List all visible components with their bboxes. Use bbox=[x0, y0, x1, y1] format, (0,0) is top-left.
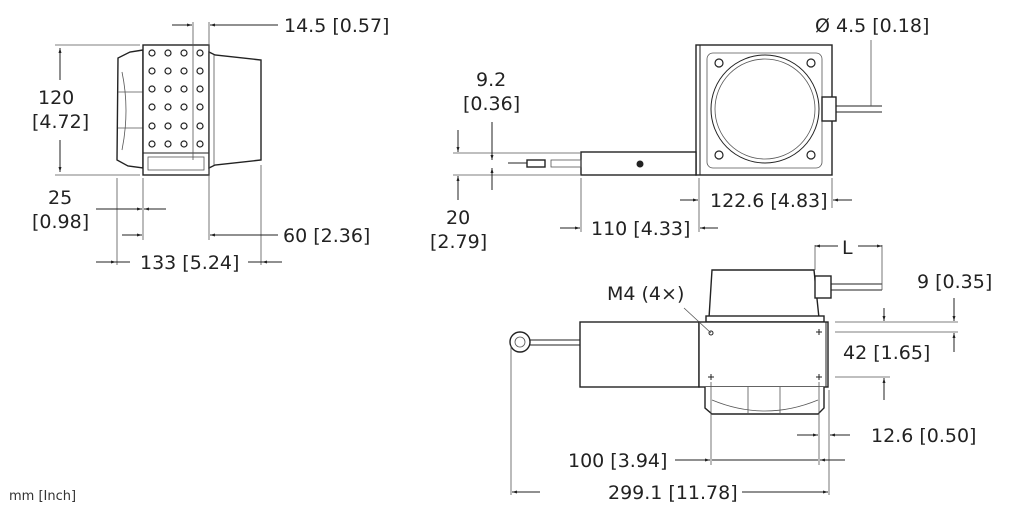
body-right bbox=[698, 321, 829, 388]
dim-14-5: 14.5 [0.57] bbox=[284, 15, 389, 37]
dim-9: 9 [0.35] bbox=[917, 271, 992, 293]
dim-133: 133 [5.24] bbox=[140, 252, 239, 274]
dim-100: 100 [3.94] bbox=[568, 450, 667, 472]
cover-right bbox=[208, 50, 262, 170]
units-note: mm [Inch] bbox=[9, 489, 76, 504]
dim-12-6: 12.6 [0.50] bbox=[871, 425, 976, 447]
dim-m4: M4 (4×) bbox=[607, 283, 684, 305]
dim-299-1: 299.1 [11.78] bbox=[608, 482, 738, 504]
dim-120-in: [4.72] bbox=[32, 111, 89, 133]
hole-grid bbox=[148, 49, 204, 148]
dim-110: 110 [4.33] bbox=[591, 218, 690, 240]
dim-60: 60 [2.36] bbox=[283, 225, 370, 247]
body-left bbox=[579, 321, 700, 388]
top-view: Ø 4.5 [0.18] 9.2 [0.36] 20 [2.79] 122.6 … bbox=[430, 15, 929, 253]
dim-122-6: 122.6 [4.83] bbox=[710, 190, 828, 212]
dim-L: L bbox=[842, 237, 853, 259]
dim-120-mm: 120 bbox=[38, 87, 74, 109]
dim-9-2-mm: 9.2 bbox=[476, 69, 506, 91]
dim-25-mm: 25 bbox=[48, 187, 72, 209]
top-cover bbox=[708, 269, 820, 319]
dim-9-2-in: [0.36] bbox=[463, 93, 520, 115]
dim-20-mm: 20 bbox=[446, 207, 470, 229]
bottom-housing bbox=[704, 387, 825, 415]
dim-25-in: [0.98] bbox=[32, 211, 89, 233]
front-view: L 9 [0.35] M4 (4×) 42 [1.65] 12.6 [0.50]… bbox=[509, 237, 992, 504]
housing-left bbox=[116, 49, 144, 169]
housing-square bbox=[695, 44, 833, 176]
dim-diameter-4-5: Ø 4.5 [0.18] bbox=[815, 15, 929, 37]
side-view: 14.5 [0.57] 120 [4.72] 25 [0.98] 60 [2.3… bbox=[32, 15, 389, 274]
dim-20-in: [2.79] bbox=[430, 231, 487, 253]
dim-42: 42 [1.65] bbox=[843, 342, 930, 364]
